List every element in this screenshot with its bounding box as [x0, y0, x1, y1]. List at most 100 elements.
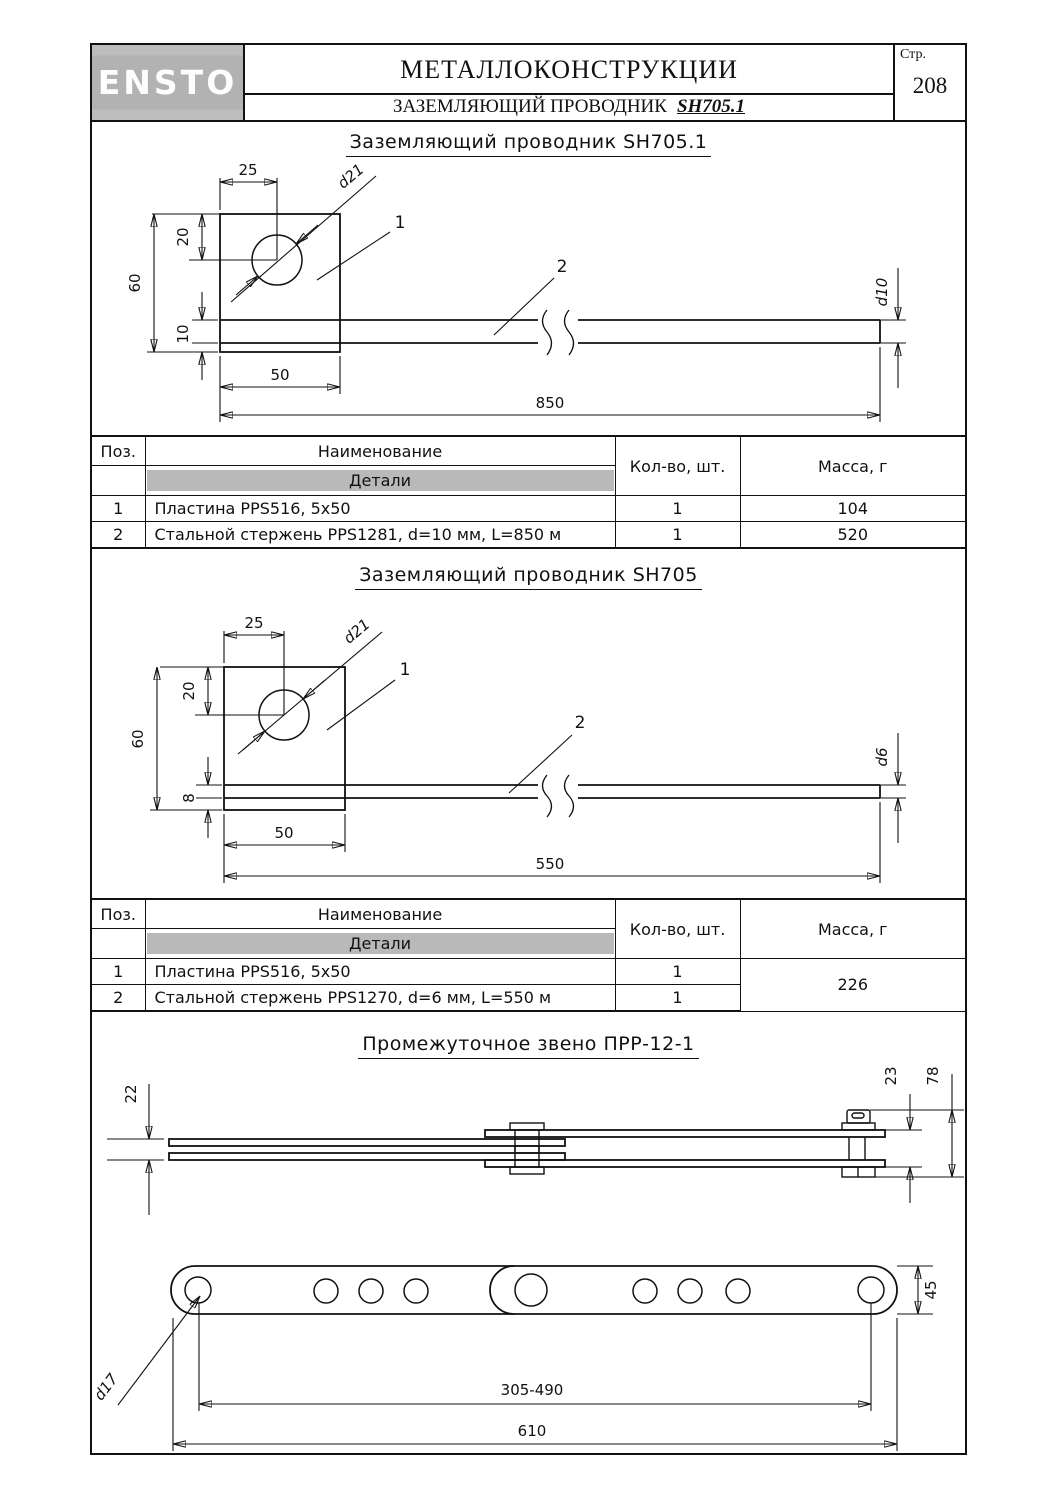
ensto-logo: ENSTO	[92, 45, 245, 120]
table2-col-mass: Масса, г	[739, 898, 965, 959]
parts-table-2: Поз. Наименование Кол-во, шт. Масса, г Д…	[92, 898, 965, 1012]
table2-col-name: Наименование	[144, 898, 616, 929]
cell-pos: 1	[92, 958, 146, 985]
table-row: 2 Стальной стержень PPS1270, d=6 мм, L=5…	[92, 984, 965, 1012]
dim-850: 850	[536, 394, 565, 412]
table-row: 1 Пластина PPS516, 5x50 1 226	[92, 958, 965, 1012]
subtitle-text: ЗАЗЕМЛЯЮЩИЙ ПРОВОДНИК	[392, 96, 667, 117]
dim-60: 60	[126, 273, 144, 292]
dim-23: 23	[882, 1066, 900, 1085]
dim-d10: d10	[873, 278, 891, 307]
inner-plate-top	[168, 1138, 566, 1147]
dim-25: 25	[244, 614, 263, 632]
cell-mass: 520	[739, 521, 965, 549]
table1-col-pos: Поз.	[92, 435, 146, 466]
top-view-dimensions	[117, 1265, 933, 1451]
break-symbol	[541, 309, 575, 356]
upper-plate-end-arc	[489, 1265, 515, 1315]
cell-name: Стальной стержень PPS1281, d=10 мм, L=85…	[144, 521, 616, 549]
dim-78: 78	[924, 1066, 942, 1085]
cell-mass-merged: 226	[739, 958, 965, 1012]
bolt-washer	[841, 1122, 876, 1131]
inner-plate-bottom	[168, 1152, 566, 1161]
page-frame: ENSTO МЕТАЛЛОКОНСТРУКЦИИ ЗАЗЕМЛЯЮЩИЙ ПРО…	[90, 43, 967, 1455]
table1-group-label: Детали	[146, 470, 614, 491]
rod-outline	[220, 319, 881, 344]
table1-col-name: Наименование	[144, 435, 616, 466]
table1-group-pos-empty	[92, 465, 146, 496]
page-label: Стр.	[900, 47, 926, 62]
page-number-box: Стр. 208	[893, 45, 965, 120]
part-label-2: 2	[575, 713, 586, 733]
dim-25: 25	[238, 161, 257, 179]
part-label-2: 2	[557, 257, 568, 277]
drawing2-canvas: 25 20 60 8 d21 d6 50 550 1 2	[129, 614, 906, 883]
dim-22: 22	[122, 1084, 140, 1103]
cell-pos: 1	[92, 495, 146, 522]
table2-group-label: Детали	[146, 933, 614, 954]
table-row: 1 Пластина PPS516, 5x50 1 104	[92, 495, 965, 522]
outer-plate-bottom	[484, 1159, 886, 1168]
dim-d6: d6	[873, 747, 891, 766]
document-subtitle: ЗАЗЕМЛЯЮЩИЙ ПРОВОДНИК SH705.1	[245, 95, 893, 120]
dim-20: 20	[174, 227, 192, 246]
part-label-1: 1	[400, 660, 411, 680]
end-hole-right	[857, 1276, 885, 1304]
cell-pos: 2	[92, 521, 146, 549]
table-row: 2 Стальной стержень PPS1281, d=10 мм, L=…	[92, 521, 965, 549]
dim-305-490: 305-490	[501, 1381, 564, 1399]
outer-plate-top	[484, 1129, 886, 1138]
dimensions	[147, 175, 906, 422]
plate-outline	[219, 213, 341, 353]
dim-10: 10	[174, 324, 192, 343]
link-side-view	[168, 1109, 886, 1178]
table2-col-qty: Кол-во, шт.	[614, 898, 741, 959]
middle-bolt	[509, 1122, 545, 1175]
dim-8: 8	[180, 793, 198, 803]
plate-view	[223, 666, 881, 818]
table1-group-cell: Детали	[144, 465, 615, 496]
table2-col-pos: Поз.	[92, 898, 146, 929]
drawing2-title: Заземляющий проводник SH705	[92, 564, 965, 590]
cell-name: Пластина PPS516, 5x50	[144, 495, 616, 522]
side-dimensions	[107, 1074, 964, 1215]
dim-50: 50	[274, 824, 293, 842]
table1-col-qty: Кол-во, шт.	[614, 435, 741, 496]
document-title: МЕТАЛЛОКОНСТРУКЦИИ	[245, 45, 893, 95]
drawing3-title: Промежуточное звено ПРР-12-1	[92, 1033, 965, 1059]
page-number: 208	[912, 73, 948, 98]
drawing1-canvas: 25 20 60 10 d21 d10 50 850 1 2	[126, 160, 906, 422]
link-top-view	[170, 1265, 898, 1315]
middle-hole	[514, 1273, 548, 1307]
dim-50: 50	[270, 366, 289, 384]
cell-pos: 2	[92, 984, 146, 1012]
break-symbol	[541, 774, 575, 818]
ensto-logo-text: ENSTO	[97, 63, 238, 102]
bolt-slot	[851, 1112, 865, 1119]
dim-550: 550	[536, 855, 565, 873]
title-block: ENSTO МЕТАЛЛОКОНСТРУКЦИИ ЗАЗЕМЛЯЮЩИЙ ПРО…	[92, 45, 965, 122]
dim-d21: d21	[340, 615, 373, 647]
drawing1-title: Заземляющий проводник SH705.1	[92, 131, 965, 157]
dim-20: 20	[180, 681, 198, 700]
subtitle-code: SH705.1	[676, 96, 746, 117]
dim-45: 45	[922, 1280, 940, 1299]
adjustment-holes	[313, 1278, 751, 1304]
cell-qty: 1	[614, 984, 740, 1012]
cell-name: Пластина PPS516, 5x50	[144, 958, 616, 985]
table1-col-mass: Масса, г	[739, 435, 965, 496]
plate-view	[219, 213, 881, 356]
parts-table-1: Поз. Наименование Кол-во, шт. Масса, г Д…	[92, 435, 965, 549]
cell-mass: 104	[739, 495, 965, 522]
dim-60: 60	[129, 729, 147, 748]
table2-group-pos-empty	[92, 928, 146, 959]
link-plate-outline	[170, 1265, 898, 1315]
part-label-1: 1	[395, 213, 406, 233]
drawing3-canvas: 22 23 78 d17 45 305-490 610	[92, 1066, 964, 1451]
rod-outline	[224, 784, 881, 799]
table2-group-cell: Детали	[144, 928, 615, 959]
dim-610: 610	[518, 1422, 547, 1440]
cell-qty: 1	[614, 958, 741, 985]
cell-qty: 1	[614, 521, 741, 549]
header-center: МЕТАЛЛОКОНСТРУКЦИИ ЗАЗЕМЛЯЮЩИЙ ПРОВОДНИК…	[245, 45, 893, 120]
